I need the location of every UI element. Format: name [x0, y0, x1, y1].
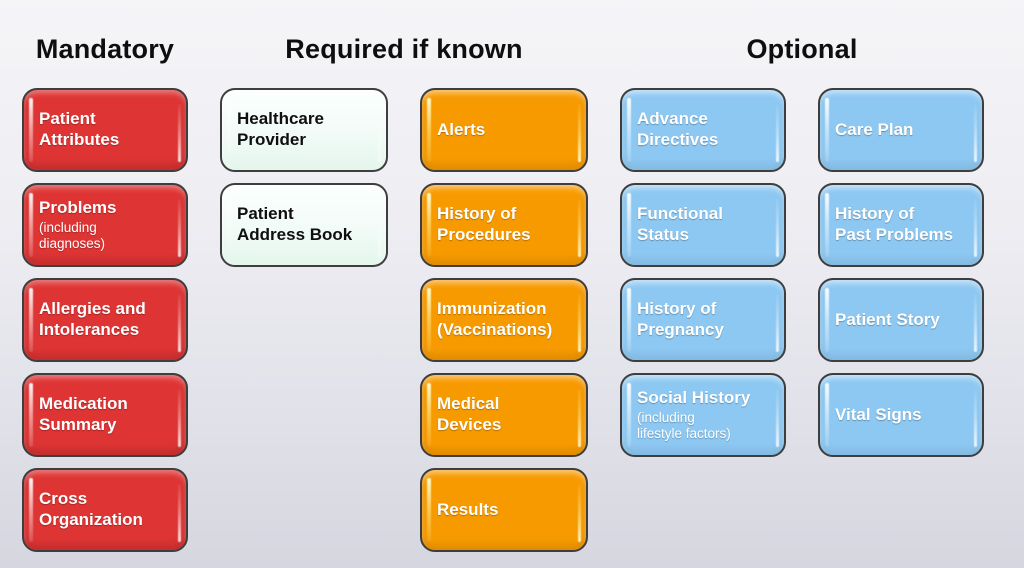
box-care-plan: Care Plan — [818, 88, 984, 172]
box-advance-directives: Advance Directives — [620, 88, 786, 172]
box-vital-signs: Vital Signs — [818, 373, 984, 457]
box-title: Allergies and Intolerances — [39, 299, 146, 339]
box-title: Medication Summary — [39, 394, 128, 434]
box-history-of-procedures: History of Procedures — [420, 183, 588, 267]
box-title: Care Plan — [835, 119, 914, 139]
box-functional-status: Functional Status — [620, 183, 786, 267]
column-required-orange: Alerts History of Procedures Immunizatio… — [420, 88, 588, 552]
box-immunization-vaccinations: Immunization (Vaccinations) — [420, 278, 588, 362]
box-subtitle: (including lifestyle factors) — [637, 409, 731, 441]
column-optional-2: Care Plan History of Past Problems Patie… — [818, 88, 984, 457]
box-title: Healthcare Provider — [237, 109, 324, 149]
box-subtitle: (including diagnoses) — [39, 219, 106, 251]
box-healthcare-provider: Healthcare Provider — [220, 88, 388, 172]
box-patient-attributes: Patient Attributes — [22, 88, 188, 172]
box-medication-summary: Medication Summary — [22, 373, 188, 457]
box-title: Social History — [637, 388, 751, 408]
box-patient-story: Patient Story — [818, 278, 984, 362]
box-history-of-past-problems: History of Past Problems — [818, 183, 984, 267]
box-title: Immunization (Vaccinations) — [437, 299, 553, 339]
box-title: History of Past Problems — [835, 204, 954, 244]
box-title: Alerts — [437, 119, 486, 139]
box-alerts: Alerts — [420, 88, 588, 172]
column-required-white: Healthcare Provider Patient Address Book — [220, 88, 388, 267]
box-patient-address-book: Patient Address Book — [220, 183, 388, 267]
box-title: Patient Story — [835, 309, 940, 329]
box-medical-devices: Medical Devices — [420, 373, 588, 457]
box-title: Problems — [39, 198, 117, 218]
box-title: History of Procedures — [437, 204, 531, 244]
column-optional-1: Advance Directives Functional Status His… — [620, 88, 786, 457]
box-title: History of Pregnancy — [637, 299, 724, 339]
box-title: Medical Devices — [437, 394, 502, 434]
box-title: Advance Directives — [637, 109, 719, 149]
box-results: Results — [420, 468, 588, 552]
heading-required-if-known: Required if known — [285, 34, 523, 64]
box-title: Cross Organization — [39, 489, 143, 529]
box-title: Patient Address Book — [237, 204, 353, 244]
box-cross-organization: Cross Organization — [22, 468, 188, 552]
box-social-history: Social History (including lifestyle fact… — [620, 373, 786, 457]
box-title: Functional Status — [637, 204, 723, 244]
column-mandatory: Patient Attributes Problems (including d… — [22, 88, 188, 552]
box-title: Patient Attributes — [39, 109, 120, 149]
heading-optional: Optional — [746, 34, 858, 64]
box-title: Results — [437, 499, 499, 519]
box-history-of-pregnancy: History of Pregnancy — [620, 278, 786, 362]
heading-mandatory: Mandatory — [35, 34, 175, 64]
box-title: Vital Signs — [835, 404, 922, 424]
box-problems: Problems (including diagnoses) — [22, 183, 188, 267]
box-allergies-and-intolerances: Allergies and Intolerances — [22, 278, 188, 362]
